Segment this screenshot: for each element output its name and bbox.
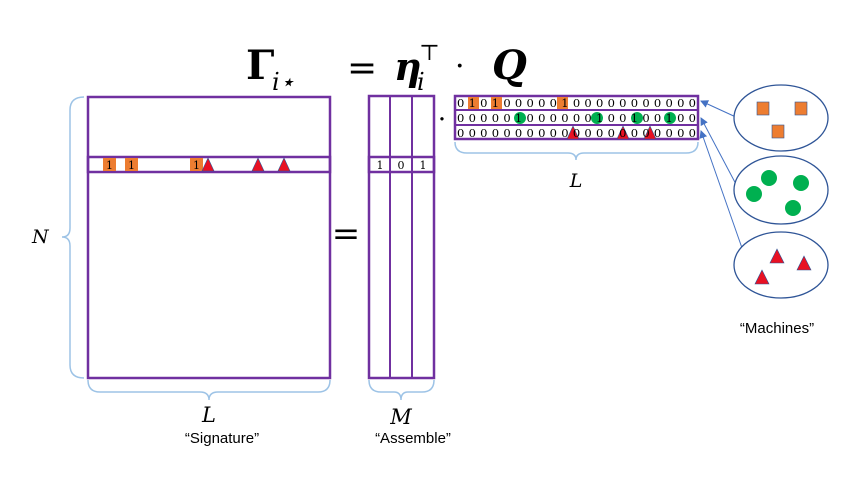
matrix-equals-sign: = (332, 214, 361, 254)
red-triangle-marker (201, 157, 215, 172)
orange-square-marker (125, 158, 138, 171)
equation-dot: · (455, 49, 465, 84)
orange-square-marker (771, 124, 785, 139)
red-triangle-marker (616, 125, 630, 140)
red-triangle-marker (769, 248, 785, 264)
orange-square-marker (756, 101, 770, 116)
signature-cell-value: 1 (106, 159, 113, 172)
q-row-3: 0 0 0 0 0 0 0 0 0 0 0 0 0 0 0 0 0 0 0 0 … (457, 126, 696, 140)
q-matrix: 0 1 0 1 0 0 0 0 0 1 0 0 0 0 0 0 0 0 0 0 … (453, 94, 700, 141)
equation-gamma: Γ (246, 42, 274, 89)
machine-arrow-green (700, 117, 739, 189)
green-circle-marker (514, 112, 526, 124)
orange-square-marker (491, 97, 502, 109)
q-col-brace (454, 141, 699, 161)
machine-green-group (733, 155, 829, 225)
red-triangle-marker (251, 157, 265, 172)
signature-caption: “Signature” (185, 430, 259, 447)
equation-eta: η (394, 44, 422, 89)
green-circle-marker (785, 200, 801, 216)
assemble-matrix: 1 0 1 (367, 94, 436, 380)
orange-square-marker (468, 97, 479, 109)
machine-ellipse (733, 231, 829, 299)
row-brace (61, 96, 85, 379)
assemble-highlighted-row (367, 155, 436, 174)
machines-caption: “Machines” (740, 320, 814, 337)
red-triangle-marker (796, 255, 812, 271)
q-col-label: L (569, 170, 583, 192)
signature-col-label: L (201, 403, 216, 427)
assemble-cell-value: 1 (377, 159, 384, 172)
assemble-cell-value: 0 (398, 159, 405, 172)
assemble-caption: “Assemble” (375, 430, 451, 447)
equation-eta-subscript: i (417, 68, 425, 96)
signature-matrix-frame (86, 95, 332, 380)
green-circle-marker (631, 112, 643, 124)
machine-arrow-orange (700, 100, 739, 119)
orange-square-marker (190, 158, 203, 171)
equation-q: Q (492, 42, 527, 89)
assemble-col-brace (368, 379, 435, 401)
machine-ellipse (733, 84, 829, 152)
q-row-1: 0 1 0 1 0 0 0 0 0 1 0 0 0 0 0 0 0 0 0 0 … (457, 96, 696, 110)
signature-cell-value: 1 (128, 159, 135, 172)
assemble-matrix-frame (367, 94, 436, 380)
green-circle-marker (664, 112, 676, 124)
assemble-cell-value: 1 (420, 159, 427, 172)
signature-highlighted-row (86, 155, 332, 174)
signature-matrix: 1 1 1 (86, 95, 332, 380)
signature-col-brace (87, 379, 331, 401)
orange-square-marker (557, 97, 568, 109)
green-circle-marker (746, 186, 762, 202)
orange-square-marker (103, 158, 116, 171)
equation-eta-superscript: ⊤ (419, 41, 440, 66)
equation-equals: = (347, 48, 377, 89)
equation-gamma-subscript: i⋆ (272, 68, 295, 96)
orange-square-marker (794, 101, 808, 116)
assemble-col-label: M (389, 405, 412, 429)
red-triangle-marker (754, 269, 770, 285)
red-triangle-marker (566, 125, 580, 140)
signature-cell-value: 1 (193, 159, 200, 172)
equation: Γ i⋆ = η i ⊤ · Q (246, 41, 527, 96)
machine-ellipse (733, 155, 829, 225)
q-product-dot: · (438, 105, 446, 135)
green-circle-marker (793, 175, 809, 191)
green-circle-marker (761, 170, 777, 186)
machine-red-group (733, 231, 829, 299)
green-circle-marker (591, 112, 603, 124)
machine-orange-group (733, 84, 829, 152)
machine-arrow-red (699, 130, 743, 249)
q-row-2: 0 0 0 0 0 1 0 0 0 0 0 0 1 0 0 1 0 0 1 0 … (457, 111, 696, 125)
row-count-label: N (31, 226, 50, 248)
red-triangle-marker (643, 125, 657, 140)
red-triangle-marker (277, 157, 291, 172)
